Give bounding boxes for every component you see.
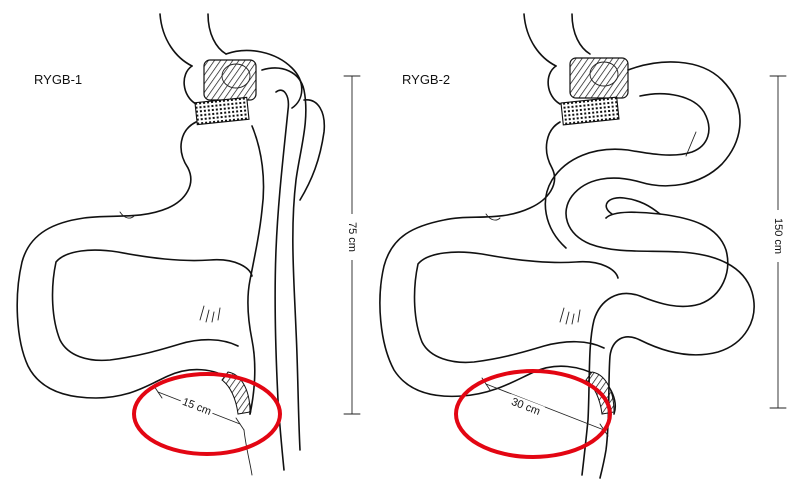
roux-limb-outer bbox=[300, 100, 324, 200]
staple-line-transection bbox=[195, 97, 249, 124]
panel-rygb-1: RYGB-1 75 cm 15 cm bbox=[17, 14, 360, 475]
roux-limb bbox=[566, 62, 754, 478]
roux-limb bbox=[262, 68, 306, 470]
greater-curve bbox=[248, 126, 264, 414]
length-label: 150 cm bbox=[772, 218, 784, 254]
gastric-pouch bbox=[548, 66, 560, 104]
staple-line-pouch bbox=[204, 60, 256, 100]
remnant-stomach bbox=[17, 122, 250, 414]
remnant-stomach bbox=[380, 122, 615, 414]
panel-title: RYGB-1 bbox=[34, 72, 82, 87]
staple-line-transection bbox=[561, 97, 619, 125]
distance-dimension-line bbox=[486, 384, 604, 430]
panel-title: RYGB-2 bbox=[402, 72, 450, 87]
length-label: 75 cm bbox=[346, 222, 358, 252]
antrum-inner bbox=[53, 250, 252, 360]
staple-line-pouch bbox=[570, 58, 628, 98]
common-channel bbox=[244, 430, 252, 475]
esophagus bbox=[160, 14, 226, 66]
fold bbox=[560, 308, 580, 324]
antrum-inner bbox=[415, 252, 618, 362]
fold bbox=[200, 306, 220, 322]
dimension-tick bbox=[236, 418, 244, 430]
panel-rygb-2: RYGB-2 150 cm 30 cm bbox=[380, 14, 786, 478]
distance-label: 15 cm bbox=[181, 396, 213, 418]
